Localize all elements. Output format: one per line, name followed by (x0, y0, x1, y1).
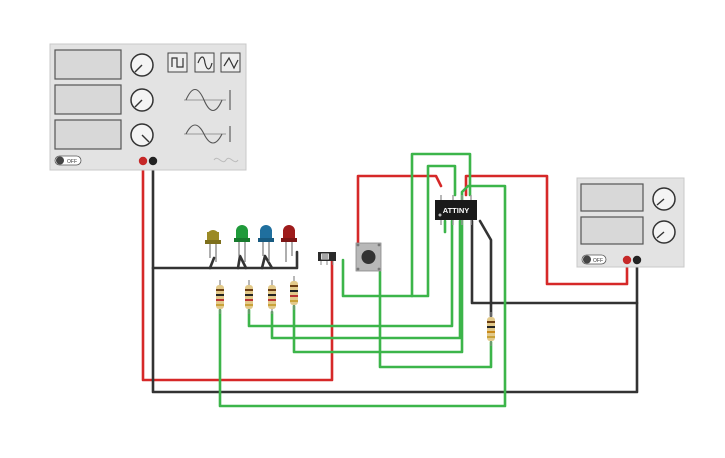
power-supply-power-label: OFF (593, 258, 603, 264)
amplitude-waveform-icon (184, 88, 231, 112)
function-generator-power-label: OFF (67, 159, 77, 165)
offset-display (54, 119, 122, 150)
wire-black-led1[interactable] (208, 256, 216, 270)
offset-knob[interactable] (130, 123, 154, 147)
resistor-1[interactable] (216, 280, 224, 314)
wire-green-attiny-loop[interactable] (410, 152, 472, 298)
red-led[interactable] (281, 225, 297, 262)
offset-waveform-icon (184, 124, 231, 144)
power-supply-power-switch[interactable]: OFF (581, 254, 607, 265)
voltage-display (580, 183, 644, 212)
wire-red-fg-to-switch[interactable] (141, 160, 334, 382)
triangle-wave-icon (223, 56, 239, 70)
resistors (216, 276, 495, 346)
leds (205, 225, 297, 262)
wire-red-switch-to-attiny[interactable] (356, 174, 443, 262)
wire-green-button-to-resistor[interactable] (378, 270, 493, 369)
function-generator-negative-terminal[interactable] (148, 156, 158, 166)
frequency-knob[interactable] (130, 53, 154, 77)
amplitude-display (54, 84, 122, 115)
wire-green-r4-to-attiny[interactable] (218, 184, 507, 408)
power-supply-positive-terminal[interactable] (622, 255, 632, 265)
wire-black-fg-to-leds[interactable] (151, 160, 299, 270)
wire-green-switch-to-attiny[interactable] (341, 164, 457, 298)
frequency-display (54, 49, 122, 80)
wires (141, 152, 639, 408)
current-display (580, 216, 644, 245)
wire-black-attiny-to-psu[interactable] (470, 219, 639, 305)
function-generator-logo-icon (213, 157, 239, 163)
push-button[interactable] (355, 242, 382, 272)
blue-led[interactable] (258, 225, 274, 262)
function-generator-power-switch[interactable]: OFF (54, 155, 82, 166)
voltage-knob[interactable] (652, 187, 676, 211)
triangle-wave-button[interactable] (220, 52, 241, 73)
wire-black-ground-bus[interactable] (151, 258, 639, 394)
resistor-3[interactable] (268, 280, 276, 314)
sine-wave-button[interactable] (194, 52, 215, 73)
slide-switch[interactable] (318, 252, 336, 265)
function-generator[interactable]: OFF (49, 43, 247, 171)
function-generator-positive-terminal[interactable] (138, 156, 148, 166)
green-led[interactable] (234, 225, 250, 262)
sine-wave-icon (197, 56, 213, 70)
power-supply-negative-terminal[interactable] (632, 255, 642, 265)
wire-green-r2-to-attiny[interactable] (247, 219, 454, 328)
square-wave-button[interactable] (167, 52, 188, 73)
attiny-label: ATTINY (443, 206, 470, 215)
yellow-led[interactable] (205, 230, 221, 262)
resistor-2[interactable] (245, 280, 253, 314)
wire-black-led2[interactable] (236, 254, 248, 270)
current-knob[interactable] (652, 220, 676, 244)
power-supply[interactable]: OFF (576, 177, 685, 268)
wire-black-attiny-to-resistor[interactable] (478, 219, 493, 318)
wire-red-attiny-to-psu[interactable] (464, 174, 629, 286)
resistor-pulldown[interactable] (487, 312, 495, 346)
amplitude-knob[interactable] (130, 88, 154, 112)
resistor-4[interactable] (290, 276, 298, 310)
square-wave-icon (171, 57, 184, 68)
attiny-chip[interactable]: ATTINY (435, 195, 477, 225)
wire-green-r3-to-attiny[interactable] (270, 219, 462, 340)
wire-black-led3[interactable] (260, 254, 274, 270)
